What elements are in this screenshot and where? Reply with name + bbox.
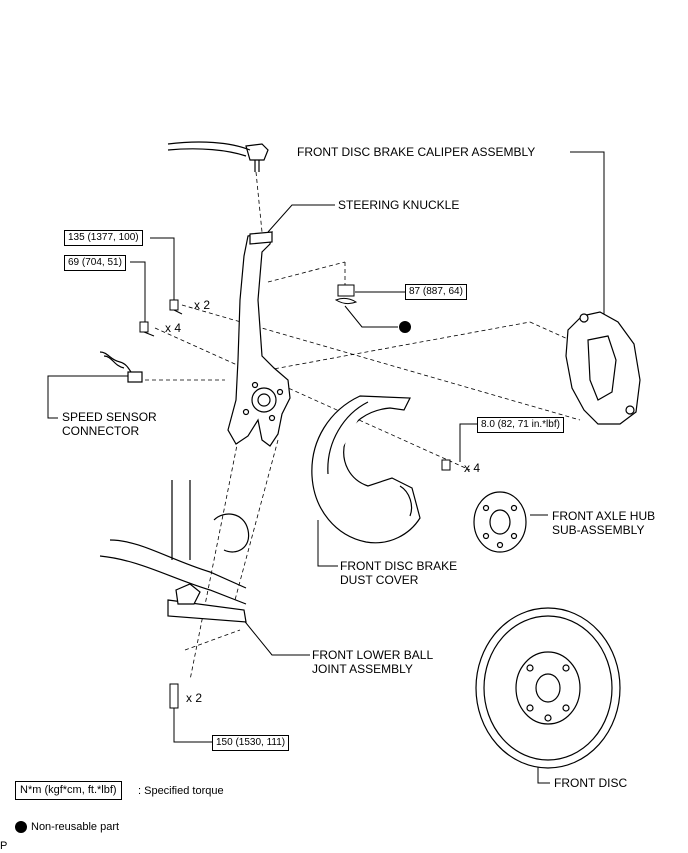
nonreusable-marker-icon [399,321,411,333]
dash-135-to-caliper [181,304,581,421]
leader-knuckle [267,204,335,233]
qty-135-bolts: x 2 [194,298,211,312]
torque-87-box: 87 (887, 64) [405,284,467,300]
torque-8-box: 8.0 (82, 71 in.*lbf) [477,417,564,433]
label-dust-cover-2: DUST COVER [340,573,419,587]
axle-hub [473,491,527,553]
dash-69-bolts [154,327,471,471]
dash-knuckle-down2 [234,439,279,601]
lower-arm [99,480,250,623]
leader-135 [150,237,175,300]
leader-nonreusable [344,305,398,328]
leader-150 [173,706,212,743]
label-speed-sensor-2: CONNECTOR [62,424,140,438]
bolts [139,284,451,709]
torque-150-box: 150 (1530, 111) [212,735,290,751]
label-speed-sensor-1: SPEED SENSOR [62,410,157,424]
legend-torque-desc: : Specified torque [138,785,224,797]
legend-torque-unit: N*m (kgf*cm, ft.*lbf) [15,781,122,800]
qty-69-bolts: x 4 [165,321,182,335]
dash-lower [184,629,241,651]
label-ball-joint-2: JOINT ASSEMBLY [312,662,413,676]
label-axle-hub-1: FRONT AXLE HUB [552,509,656,523]
leader-caliper [570,151,605,318]
upper-arm [167,141,269,172]
legend-nonreusable-icon [15,821,27,833]
label-ball-joint-1: FRONT LOWER BALL [312,648,434,662]
leader-8 [459,423,478,462]
leader-69 [130,261,146,322]
label-caliper: FRONT DISC BRAKE CALIPER ASSEMBLY [297,145,536,159]
torque-135-box: 135 (1377, 100) [64,230,143,246]
label-front-disc: FRONT DISC [554,776,628,790]
leader-ball-joint [241,617,310,656]
qty-150-bolts: x 2 [186,691,203,705]
dash-knuckle-87 [267,261,346,283]
dust-cover [311,395,421,544]
front-disc [475,607,621,769]
leader-speed-sensor [47,375,128,419]
dash-knuckle-down [189,439,239,681]
leader-dust-cover [317,520,338,567]
dash-caliper-right [529,321,571,341]
qty-8-bolts: x 4 [464,461,481,475]
label-axle-hub-2: SUB-ASSEMBLY [552,523,645,537]
torque-69-box: 69 (704, 51) [64,255,126,271]
caliper [565,311,641,425]
steering-knuckle [227,231,291,447]
legend-nonreusable-text: Non-reusable part [31,821,120,833]
speed-sensor [99,351,143,383]
corner-mark: P [0,840,8,852]
label-steering-knuckle: STEERING KNUCKLE [338,198,460,212]
dash-knuckle-caliper [267,321,531,371]
dash-balljoint-top [255,171,263,233]
label-dust-cover-1: FRONT DISC BRAKE [340,559,458,573]
